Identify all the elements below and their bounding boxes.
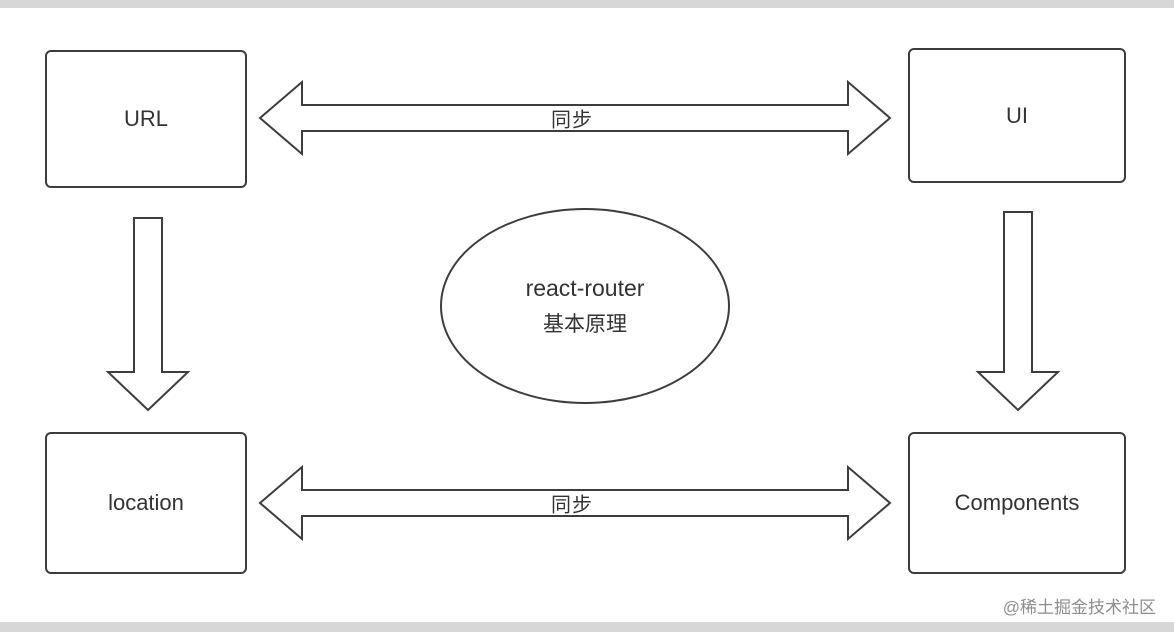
bottom-edge-strip xyxy=(0,622,1174,632)
top-sync-label: 同步 xyxy=(551,109,593,132)
bottom-sync-arrow xyxy=(258,464,892,542)
diagram-title-line2: 基本原理 xyxy=(543,312,627,336)
right-down-arrow xyxy=(975,211,1061,412)
left-down-arrow xyxy=(105,217,191,412)
node-url-label: URL xyxy=(123,106,168,131)
node-components-label: Components xyxy=(954,490,1080,515)
watermark: @稀土掘金技术社区 xyxy=(1002,598,1156,617)
center-ellipse: react-router 基本原理 xyxy=(440,208,730,404)
node-location: location xyxy=(45,432,247,574)
bottom-sync-label: 同步 xyxy=(551,494,593,517)
node-url: URL xyxy=(45,50,247,188)
top-sync-arrow xyxy=(258,79,892,157)
diagram-title-line1: react-router xyxy=(525,274,645,301)
top-edge-strip xyxy=(0,0,1174,8)
node-ui: UI xyxy=(908,48,1126,183)
node-components: Components xyxy=(908,432,1126,574)
node-ui-label: UI xyxy=(1006,102,1028,128)
node-location-label: location xyxy=(108,490,184,515)
